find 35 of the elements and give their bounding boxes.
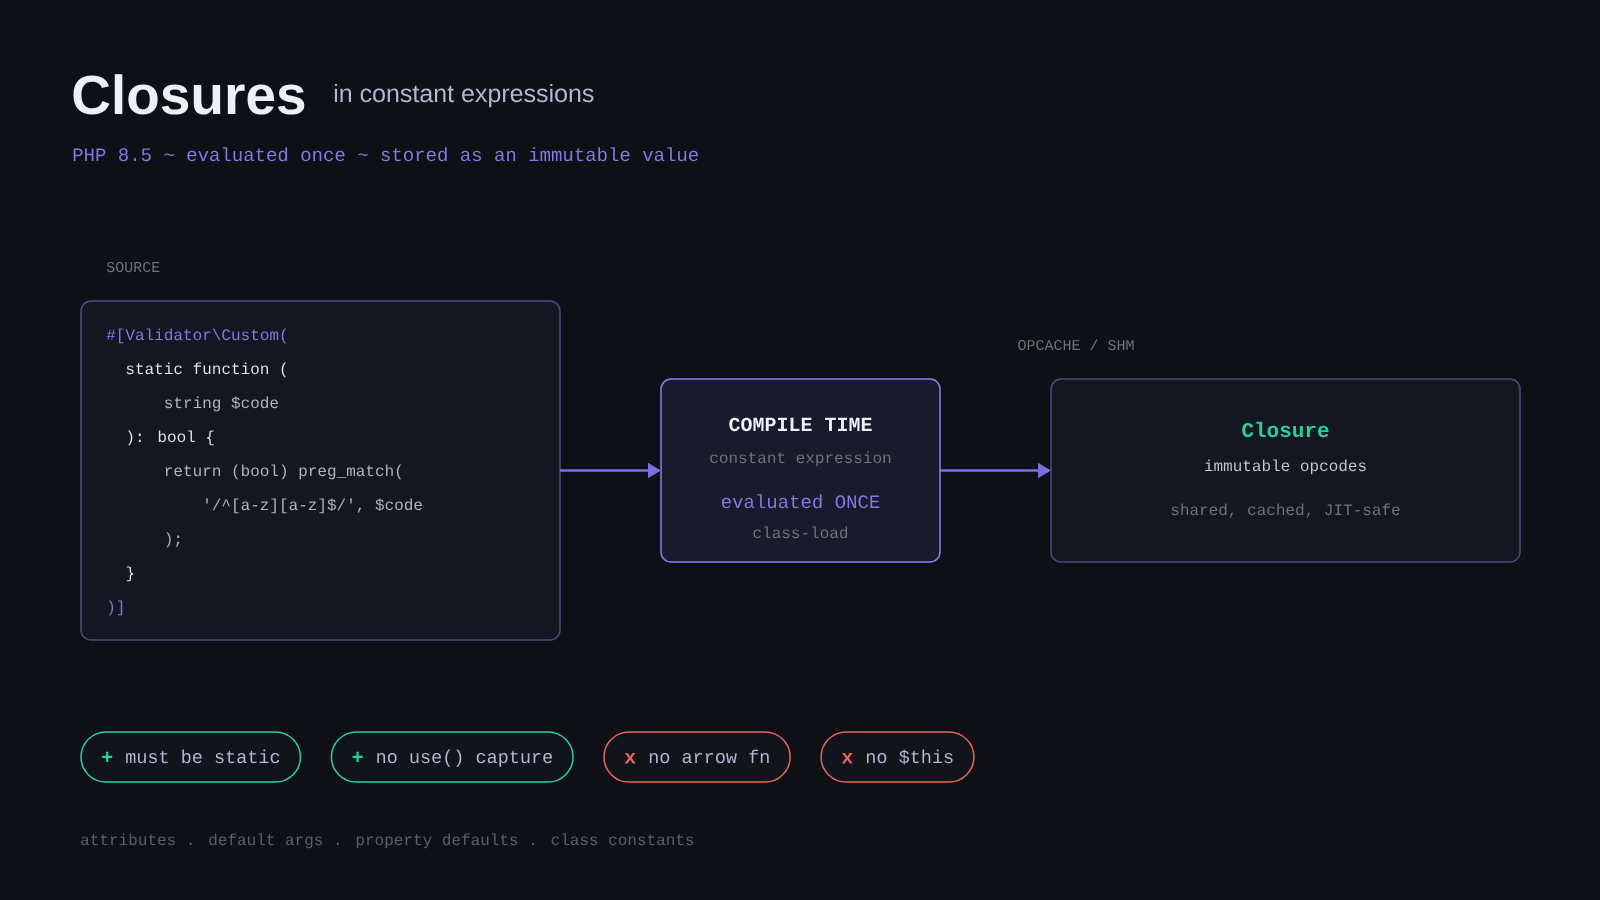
rule-pill [603, 731, 791, 783]
box-text: immutable opcodes [1205, 459, 1366, 475]
status-mark: + [352, 751, 363, 762]
code-line: static function ( [126, 362, 286, 378]
status-mark: x [624, 752, 636, 764]
box-title: Closure [1242, 421, 1329, 438]
code-line: #[Validator\Custom( [106, 328, 286, 344]
status-mark: x [841, 752, 853, 764]
box-title: COMPILE TIME [729, 417, 872, 432]
box-text: class-load [753, 526, 848, 539]
status-mark: + [102, 751, 113, 762]
footnote: attributes . default args . property defaults . class constants [81, 833, 694, 849]
code-line: string $code [165, 396, 278, 412]
code-line: '/^[a-z][a-z]$/', $code [206, 498, 422, 514]
code-line: )] [108, 600, 123, 616]
rule-text: must be static [126, 749, 280, 764]
rule-pill [80, 731, 302, 783]
box-text: constant expression [710, 451, 891, 467]
section-label: OPCACHE / SHM [1018, 339, 1134, 351]
code-line: ): bool { [128, 430, 214, 446]
code-line: return (bool) preg_match( [165, 464, 402, 480]
title: Closures [73, 74, 305, 115]
section-label: SOURCE [106, 261, 160, 273]
rule-pill [330, 731, 574, 783]
rule-text: no $this [866, 749, 953, 765]
box-text: evaluated ONCE [721, 494, 880, 509]
subtitle: in constant expressions [334, 83, 594, 108]
rule-text: no arrow fn [649, 749, 769, 764]
tagline: PHP 8.5 ~ evaluated once ~ stored as an immutable value [73, 147, 698, 162]
rule-pill [820, 731, 975, 783]
rule-text: no use() capture [377, 749, 552, 767]
process-box [660, 378, 941, 563]
code-line: } [126, 566, 134, 582]
code-line: ); [166, 532, 180, 548]
box-text: shared, cached, JIT-safe [1171, 503, 1400, 518]
